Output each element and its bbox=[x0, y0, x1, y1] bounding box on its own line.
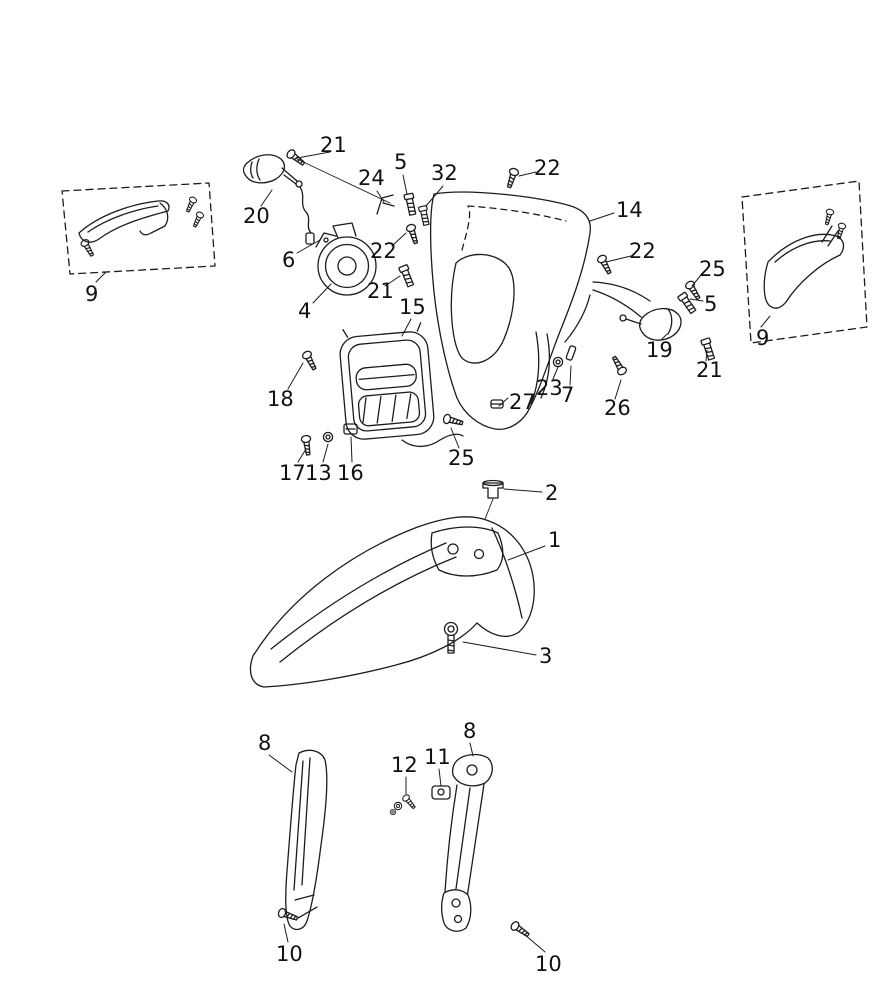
washer-23 bbox=[552, 356, 564, 368]
part-label-25-a: 25 bbox=[699, 257, 726, 281]
part-label-5-b: 5 bbox=[704, 292, 718, 316]
front-fender bbox=[249, 516, 535, 688]
part-label-22-b: 22 bbox=[370, 239, 397, 263]
led-headlight bbox=[339, 322, 435, 440]
part-label-21-c: 21 bbox=[696, 358, 723, 382]
screw-17 bbox=[300, 434, 314, 457]
part-label-21-a: 21 bbox=[320, 133, 347, 157]
part-label-19: 19 bbox=[646, 338, 673, 362]
turn-signal-right bbox=[564, 281, 682, 343]
part-label-9-left: 9 bbox=[85, 282, 99, 306]
screw-18 bbox=[300, 349, 320, 372]
fender-bolt bbox=[443, 621, 459, 654]
leader-lines bbox=[95, 151, 771, 953]
part-label-21-b: 21 bbox=[367, 279, 394, 303]
bolt-5-top bbox=[403, 192, 418, 217]
bolt-32 bbox=[417, 204, 431, 227]
part-label-22-c: 22 bbox=[629, 239, 656, 263]
screw-12-set bbox=[389, 793, 418, 816]
fork-protector-right bbox=[441, 753, 493, 932]
part-label-20: 20 bbox=[243, 204, 270, 228]
part-label-4: 4 bbox=[298, 299, 312, 323]
part-label-10-left: 10 bbox=[276, 942, 303, 966]
part-label-3: 3 bbox=[539, 644, 553, 668]
part-label-11: 11 bbox=[424, 745, 451, 769]
screw-26 bbox=[609, 354, 629, 377]
screw-22-top bbox=[504, 166, 521, 190]
headlight-wire bbox=[401, 433, 464, 448]
part-label-26: 26 bbox=[604, 396, 631, 420]
part-label-23: 23 bbox=[536, 376, 563, 400]
screw-25-lower bbox=[441, 413, 465, 429]
part-label-8-right: 8 bbox=[463, 719, 477, 743]
part-label-1: 1 bbox=[548, 528, 562, 552]
washer-13 bbox=[322, 431, 334, 443]
screw-22-mid bbox=[404, 222, 421, 246]
part-label-8-left: 8 bbox=[258, 731, 272, 755]
part-label-13: 13 bbox=[305, 461, 332, 485]
part-label-22-a: 22 bbox=[534, 156, 561, 180]
part-label-18: 18 bbox=[267, 387, 294, 411]
turn-signal-front bbox=[242, 154, 315, 245]
screw-10-right bbox=[508, 919, 532, 940]
part-label-9-right: 9 bbox=[756, 326, 770, 350]
part-label-32: 32 bbox=[431, 161, 458, 185]
part-label-12: 12 bbox=[391, 753, 418, 777]
part-label-7: 7 bbox=[561, 383, 575, 407]
part-label-25-b: 25 bbox=[448, 446, 475, 470]
part-label-5-a: 5 bbox=[394, 150, 408, 174]
part-label-14: 14 bbox=[616, 198, 643, 222]
connector-16 bbox=[343, 423, 358, 435]
bolt-21-mid bbox=[398, 263, 416, 289]
part-label-16: 16 bbox=[337, 461, 364, 485]
fork-protector-left bbox=[285, 749, 328, 931]
part-label-15: 15 bbox=[399, 295, 426, 319]
rubber-bushing bbox=[482, 479, 504, 499]
gauge-bracket bbox=[315, 232, 337, 248]
part-label-2: 2 bbox=[545, 481, 559, 505]
clamp-11 bbox=[431, 785, 451, 800]
handguard-left bbox=[61, 182, 216, 275]
part-label-10-right: 10 bbox=[535, 952, 562, 976]
sleeve-7 bbox=[565, 345, 577, 361]
part-label-27: 27 bbox=[509, 390, 536, 414]
headlight-mask bbox=[429, 191, 592, 431]
part-label-6: 6 bbox=[282, 248, 296, 272]
part-label-24: 24 bbox=[358, 166, 385, 190]
part-label-17: 17 bbox=[279, 461, 306, 485]
handguard-right bbox=[741, 180, 868, 344]
screw-22-right bbox=[595, 253, 615, 276]
speedometer bbox=[317, 222, 377, 296]
screw-21-top bbox=[284, 147, 308, 169]
